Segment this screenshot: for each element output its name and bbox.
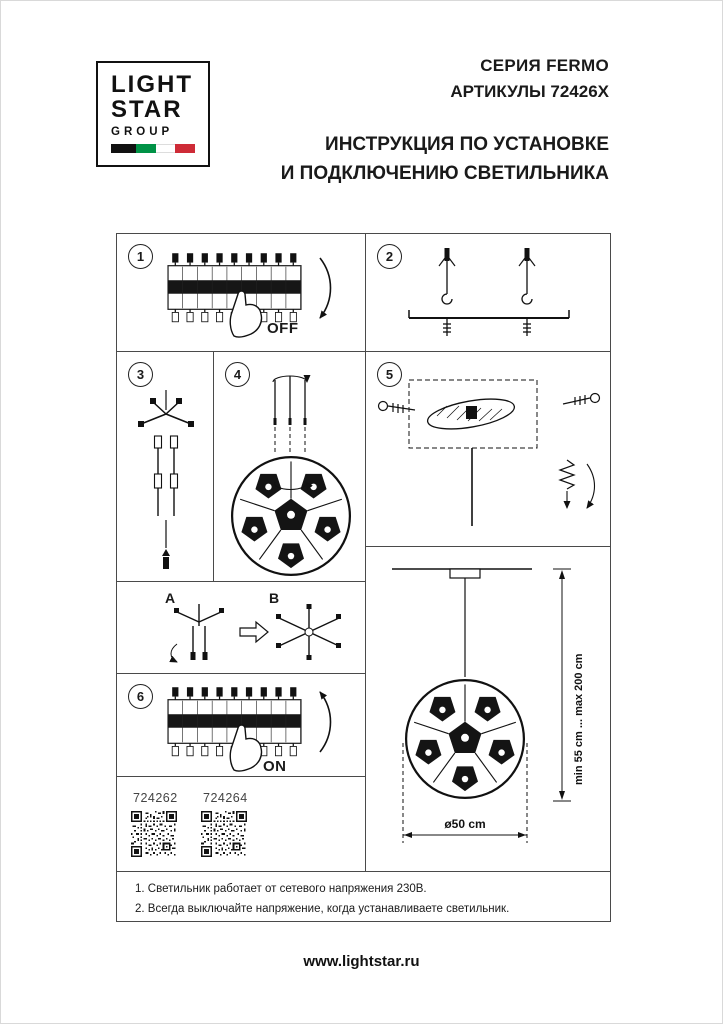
breaker-off-illustration <box>142 248 332 338</box>
lightstar-logo: LIGHT STAR GROUP <box>96 61 210 167</box>
page-title: ИНСТРУКЦИЯ ПО УСТАНОВКЕ И ПОДКЛЮЧЕНИЮ СВ… <box>281 131 609 188</box>
pointing-hand-icon <box>229 290 263 338</box>
on-label: ON <box>263 758 287 775</box>
breaker-on-illustration <box>142 682 332 772</box>
logo-word-group: GROUP <box>111 125 174 138</box>
qr-code-724262 <box>131 811 177 857</box>
bracket-variants-panel: A B <box>116 581 366 674</box>
pointing-hand-icon <box>229 724 263 772</box>
qr-code-724264 <box>201 811 247 857</box>
bracket-variants-illustration <box>169 604 341 663</box>
articles-panel: 724262 724264 <box>116 776 366 872</box>
logo-word-star: STAR <box>111 95 183 123</box>
step-3-number: 3 <box>128 362 153 387</box>
notes-panel: 1. Светильник работает от сетевого напря… <box>116 871 611 922</box>
pendant-dimensions-illustration: min 55 cm ... max 200 cm ø50 cm <box>392 568 585 843</box>
footer-url: www.lightstar.ru <box>303 953 420 970</box>
variant-a-label: A <box>165 590 176 606</box>
step-1-number: 1 <box>128 244 153 269</box>
sphere-shade <box>404 678 526 800</box>
note-2: 2. Всегда выключайте напряжение, когда у… <box>135 902 510 915</box>
step-6-number: 6 <box>128 684 153 709</box>
step-4-number: 4 <box>225 362 250 387</box>
step-3-panel: 3 <box>116 351 214 582</box>
variant-b-label: B <box>269 590 280 606</box>
bracket-rods-illustration <box>138 390 194 569</box>
article-number-2: 724264 <box>203 791 248 805</box>
logo-word-light: LIGHT <box>111 71 193 98</box>
header: СЕРИЯ FERMO АРТИКУЛЫ 72426X ИНСТРУКЦИЯ П… <box>281 56 609 188</box>
note-1: 1. Светильник работает от сетевого напря… <box>135 883 427 895</box>
transform-arrow-icon <box>239 620 269 644</box>
step-6-panel: 6 ON <box>116 673 366 777</box>
pendant-dimensions-panel: min 55 cm ... max 200 cm ø50 cm <box>365 546 611 872</box>
step-2-number: 2 <box>377 244 402 269</box>
step-1-panel: 1 OFF <box>116 233 366 352</box>
diameter-dimension-label: ø50 cm <box>444 817 485 831</box>
flag-black-segment <box>111 143 137 153</box>
step-2-panel: 2 <box>365 233 611 352</box>
series-name: СЕРИЯ FERMO <box>480 56 609 75</box>
step-4-panel: 4 <box>213 351 366 582</box>
canopy-mounting-illustration <box>377 379 601 526</box>
italian-flag <box>111 143 195 153</box>
step-5-number: 5 <box>377 362 402 387</box>
flag-green-segment <box>136 143 156 153</box>
title-line-2: И ПОДКЛЮЧЕНИЮ СВЕТИЛЬНИКА <box>280 162 609 184</box>
height-dimension-label: min 55 cm ... max 200 cm <box>573 653 585 785</box>
step-5-panel: 5 <box>365 351 611 547</box>
title-line-1: ИНСТРУКЦИЯ ПО УСТАНОВКЕ <box>325 134 609 155</box>
lamp-assembly-illustration <box>230 374 352 577</box>
mounting-hardware-illustration <box>408 248 570 336</box>
article-family: АРТИКУЛЫ 72426X <box>450 82 609 101</box>
article-number-1: 724262 <box>133 791 178 805</box>
sphere-shade <box>230 455 352 577</box>
flag-red-segment <box>174 143 195 153</box>
flag-white-segment <box>155 143 175 153</box>
off-label: OFF <box>267 320 299 337</box>
